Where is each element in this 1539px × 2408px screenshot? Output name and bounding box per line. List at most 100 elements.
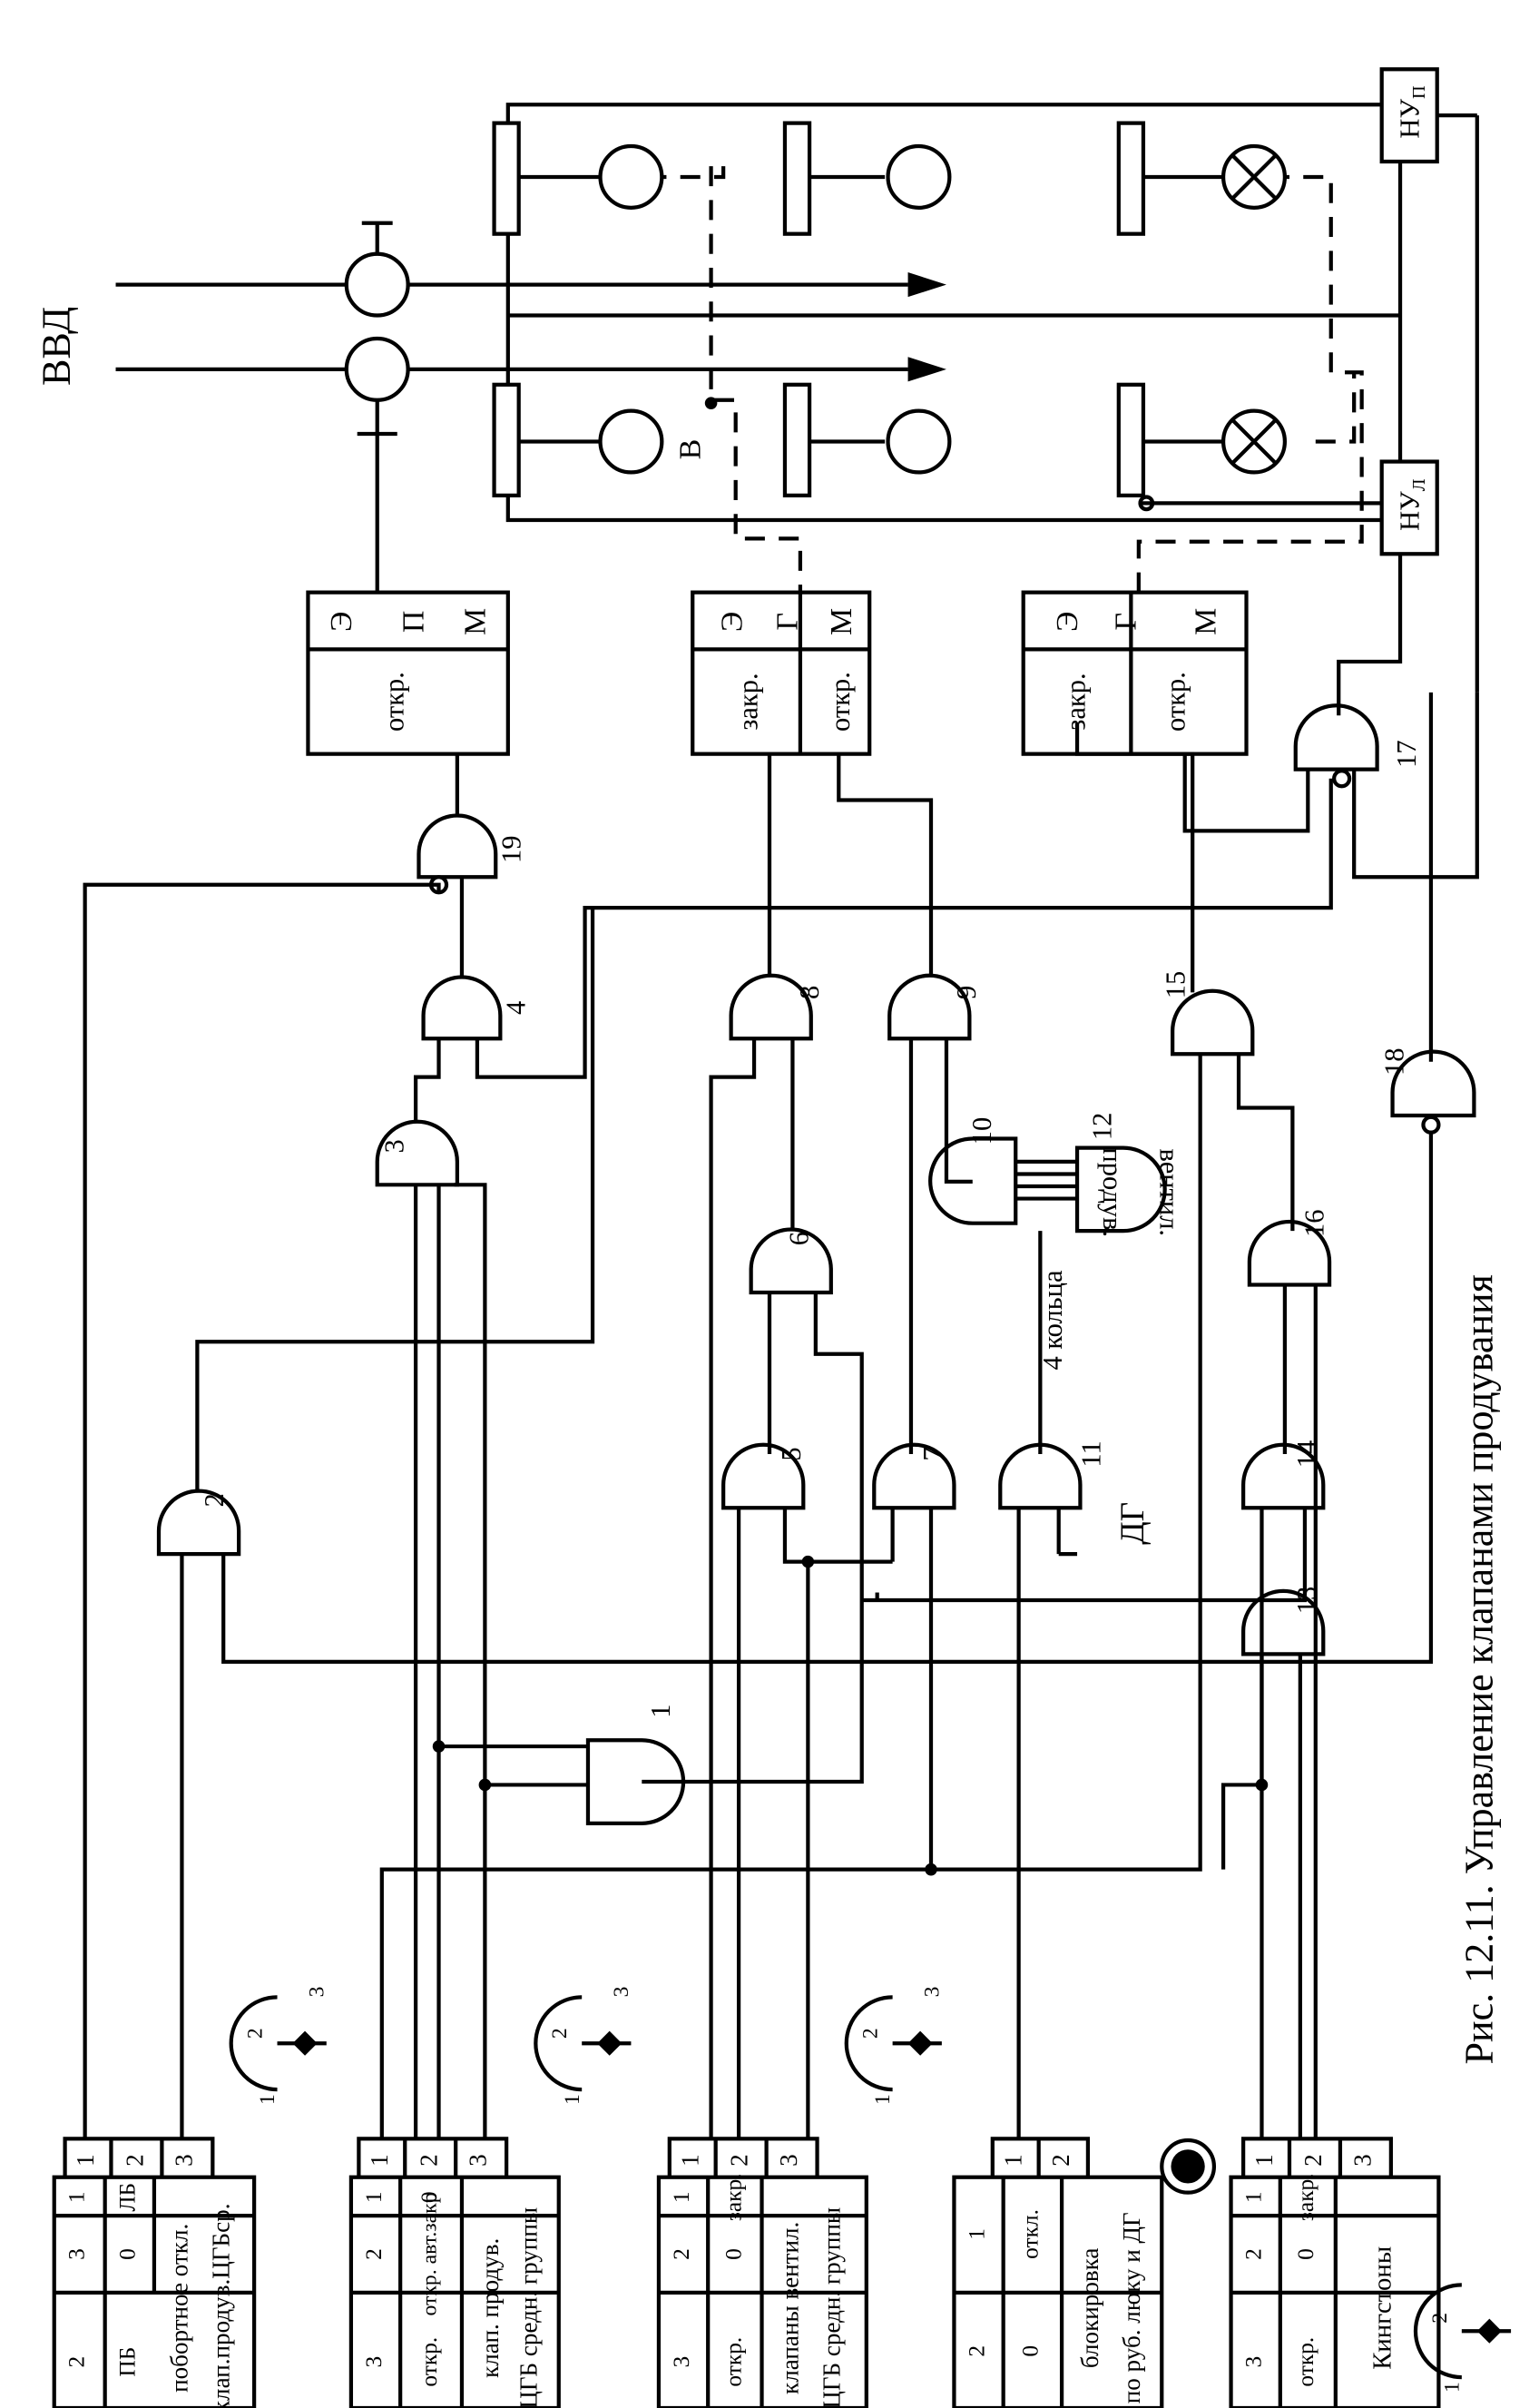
svg-text:Э: Э bbox=[325, 612, 358, 632]
svg-text:откр.: откр. bbox=[825, 672, 856, 732]
svg-text:12: 12 bbox=[1086, 1113, 1117, 1141]
svg-text:3: 3 bbox=[669, 2356, 694, 2368]
svg-text:10: 10 bbox=[966, 1117, 997, 1145]
valve-frame bbox=[505, 103, 1403, 523]
svg-text:закр.: закр. bbox=[721, 2173, 747, 2221]
svg-text:2: 2 bbox=[726, 2154, 753, 2167]
svg-text:блокировка: блокировка bbox=[1076, 2248, 1103, 2369]
gate-6: 6 bbox=[749, 1227, 833, 1295]
svg-text:закр.: закр. bbox=[1293, 2173, 1318, 2221]
svg-text:клап. продув.: клап. продув. bbox=[476, 2238, 504, 2378]
svg-text:2: 2 bbox=[64, 2356, 90, 2368]
svg-text:5: 5 bbox=[776, 1447, 807, 1460]
arrow-head bbox=[907, 272, 946, 298]
gate-15: 15 bbox=[1161, 971, 1255, 1057]
svg-text:Г: Г bbox=[1109, 613, 1142, 631]
nu-right-box: НУП bbox=[1379, 67, 1439, 164]
svg-text:1: 1 bbox=[64, 2191, 90, 2203]
main-line-label: ВВД bbox=[34, 307, 79, 386]
svg-text:Г: Г bbox=[771, 613, 805, 631]
svg-text:откл.: откл. bbox=[1018, 2209, 1044, 2259]
svg-text:НУП: НУП bbox=[1394, 85, 1429, 139]
svg-text:2: 2 bbox=[964, 2345, 989, 2357]
terminal-strip-blow: 1 2 3 bbox=[357, 2137, 509, 2184]
dg-label: ДГ bbox=[1114, 1502, 1152, 1545]
dial-1: 1 2 3 bbox=[229, 1987, 328, 2105]
svg-text:9: 9 bbox=[951, 986, 982, 999]
svg-text:3: 3 bbox=[1241, 2356, 1267, 2368]
svg-text:1: 1 bbox=[561, 2094, 584, 2105]
gate-11: 11 bbox=[998, 1440, 1106, 1510]
svg-text:4: 4 bbox=[500, 1001, 531, 1015]
signal-lamp bbox=[1220, 143, 1288, 210]
svg-text:закр.: закр. bbox=[1061, 673, 1092, 730]
svg-text:1: 1 bbox=[1241, 2191, 1267, 2203]
svg-text:11: 11 bbox=[1075, 1440, 1106, 1467]
svg-text:откр.: откр. bbox=[1293, 2337, 1318, 2387]
position-sensor bbox=[598, 143, 664, 210]
svg-text:0: 0 bbox=[115, 2248, 141, 2260]
svg-text:2: 2 bbox=[415, 2154, 442, 2167]
dial-2: 1 2 3 bbox=[534, 1987, 633, 2105]
svg-text:Э: Э bbox=[715, 612, 749, 632]
svg-text:2: 2 bbox=[1241, 2248, 1267, 2260]
gate-13: 13 bbox=[1241, 1587, 1326, 1656]
svg-text:15: 15 bbox=[1161, 971, 1191, 999]
svg-text:откр. авт.закр: откр. авт.закр bbox=[418, 2192, 442, 2315]
svg-text:2: 2 bbox=[1428, 2313, 1452, 2324]
svg-text:2: 2 bbox=[859, 2028, 883, 2039]
svg-text:2: 2 bbox=[199, 1493, 230, 1507]
drive-wiring bbox=[375, 166, 1403, 593]
svg-text:0: 0 bbox=[1018, 2345, 1044, 2357]
gate-5: 5 bbox=[721, 1442, 807, 1510]
svg-text:клапаны вентил.: клапаны вентил. bbox=[777, 2222, 804, 2394]
logic-wiring bbox=[83, 554, 1479, 2139]
svg-text:1: 1 bbox=[999, 2154, 1026, 2167]
svg-text:2: 2 bbox=[548, 2028, 572, 2039]
drive-epm: Э П М откр. bbox=[306, 590, 510, 756]
drive-egm-2: Э Г М закр. откр. bbox=[1021, 590, 1249, 756]
valve bbox=[492, 382, 521, 497]
main-air-lines: ВВД bbox=[34, 221, 946, 437]
valve bbox=[782, 121, 812, 236]
valve bbox=[492, 121, 521, 236]
gate-10: 10 bbox=[928, 1117, 1078, 1225]
svg-text:побортное откл.: побортное откл. bbox=[166, 2224, 193, 2393]
svg-text:2: 2 bbox=[1047, 2154, 1074, 2167]
svg-text:1: 1 bbox=[669, 2191, 694, 2203]
svg-text:откр.: откр. bbox=[721, 2337, 747, 2387]
gate-3: 3 bbox=[375, 1119, 459, 1187]
gate-2: 2 bbox=[156, 1489, 241, 1557]
svg-text:ПБ: ПБ bbox=[115, 2347, 141, 2377]
svg-text:Э: Э bbox=[1051, 612, 1084, 632]
svg-text:2: 2 bbox=[669, 2248, 694, 2260]
svg-text:7: 7 bbox=[917, 1447, 948, 1460]
svg-text:ЦГБ средн. группы: ЦГБ средн. группы bbox=[818, 2207, 845, 2408]
svg-text:2: 2 bbox=[1299, 2154, 1327, 2167]
svg-text:2: 2 bbox=[361, 2248, 387, 2260]
switch-tables: 1 2 3 ЛБ 0 ПБ побортное откл. клап.проду… bbox=[52, 2173, 1441, 2408]
svg-text:3: 3 bbox=[610, 1987, 633, 1998]
svg-text:19: 19 bbox=[495, 836, 526, 864]
gate-7: 7 bbox=[872, 1442, 956, 1510]
svg-text:1: 1 bbox=[1440, 2382, 1464, 2393]
terminal-strip-board: 1 2 3 bbox=[63, 2137, 215, 2184]
gate-18: 18 bbox=[1378, 1047, 1476, 1135]
svg-text:0: 0 bbox=[1293, 2248, 1318, 2260]
gate-12: 12 bbox=[1074, 1113, 1167, 1233]
svg-text:1: 1 bbox=[72, 2154, 99, 2167]
svg-text:откр.: откр. bbox=[379, 672, 410, 732]
svg-text:16: 16 bbox=[1299, 1209, 1329, 1237]
svg-text:18: 18 bbox=[1378, 1047, 1409, 1076]
position-sensor bbox=[886, 408, 952, 475]
valve bbox=[1116, 382, 1146, 497]
indicator-lamp bbox=[1160, 2138, 1217, 2195]
valve bbox=[782, 382, 812, 497]
svg-text:М: М bbox=[1190, 608, 1223, 635]
svg-text:8: 8 bbox=[794, 986, 825, 999]
figure-caption: Рис. 12.11. Управление клапанами продува… bbox=[1457, 1274, 1502, 2064]
svg-text:2: 2 bbox=[244, 2028, 268, 2039]
switch-blocking: 1 2 откл. 0 блокировка по руб. люку и ДГ bbox=[952, 2175, 1164, 2408]
valve bbox=[1116, 121, 1146, 236]
